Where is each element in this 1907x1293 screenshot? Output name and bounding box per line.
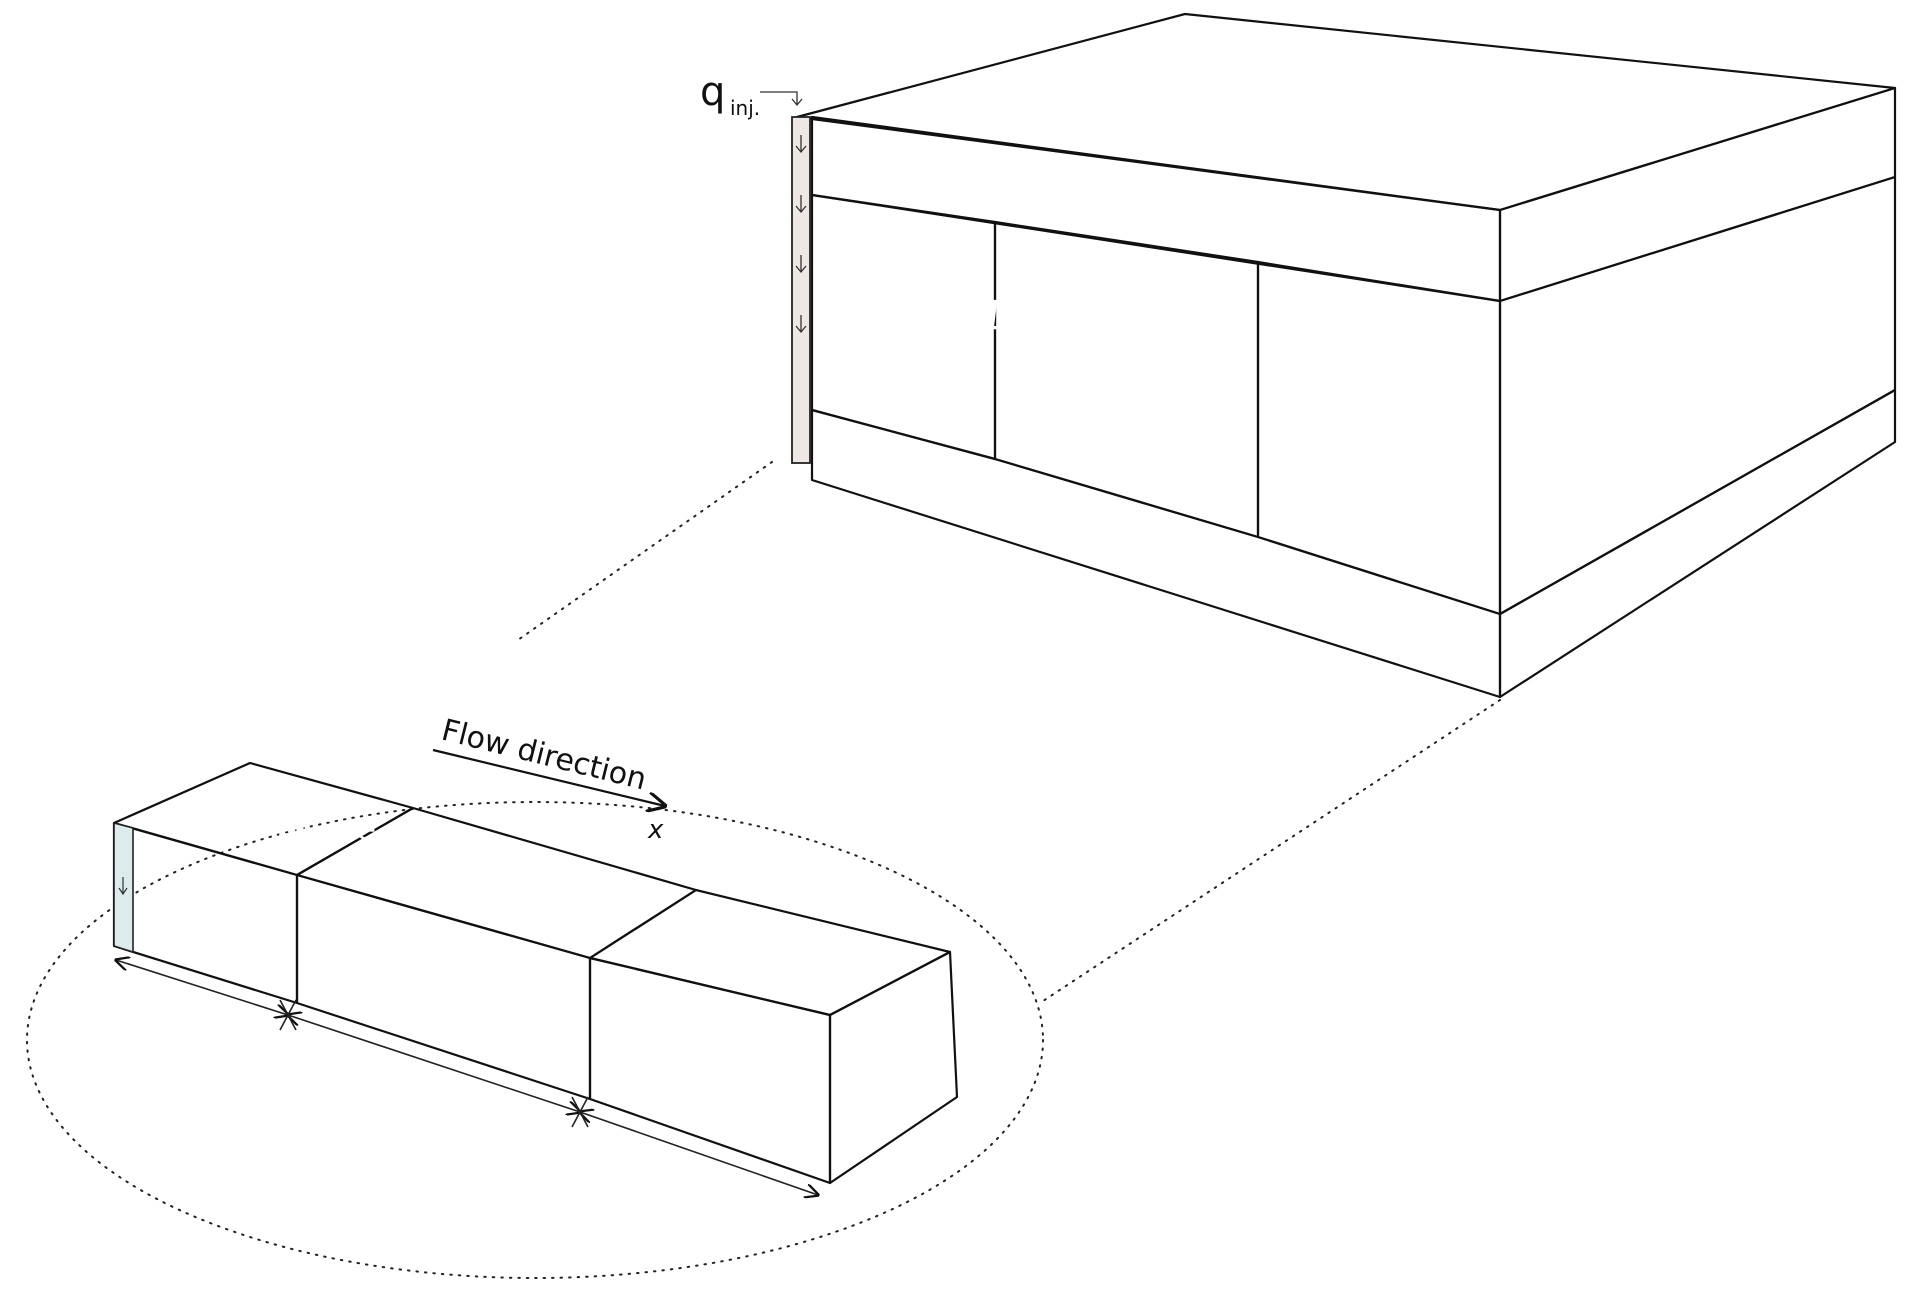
dim-tick-1	[279, 999, 297, 1031]
region-2-label: Region 2	[1055, 308, 1234, 375]
injection-pointer-arrow	[760, 91, 803, 107]
well-flow-arrows	[795, 135, 807, 334]
zoom-indicator	[26, 461, 1501, 1279]
detail-prism: Single-phase Two-phase Single-phase Gas …	[114, 713, 959, 1195]
dimension-arrows	[116, 960, 818, 1195]
flow-direction-label: Flow direction	[438, 713, 650, 798]
zoom-line-right	[1039, 699, 1501, 1004]
region-2-face	[993, 220, 1260, 539]
injection-well	[791, 116, 811, 464]
zone-3-front-face	[588, 956, 832, 1185]
region-1-label: Region 1	[829, 273, 1008, 340]
dim-arrow-zone-1	[116, 960, 288, 1015]
flow-direction-arrow	[432, 748, 665, 806]
zone-1-top-label: Single-phase	[163, 798, 378, 848]
zoom-ellipse	[26, 801, 1044, 1279]
block-top-face	[795, 12, 1897, 212]
zone-3-top-label: Single-phase	[663, 929, 878, 979]
zone-2-front-label-oil: Oil	[456, 996, 504, 1040]
flow-axis-label: x	[647, 815, 664, 845]
zoom-line-left	[517, 461, 773, 641]
reservoir-block: q inj. Region 1 Region 2 Region 3	[700, 12, 1897, 699]
inlet-arrow-icon	[118, 877, 128, 896]
dim-tick-2	[571, 1096, 589, 1128]
zone-1-front-label: Gas	[184, 887, 244, 933]
injection-label: q	[700, 69, 725, 115]
block-front-rock-lower	[810, 408, 1502, 699]
zone-2-front-label-gas: Gas	[331, 924, 395, 973]
block-right-rock-lower	[1498, 388, 1897, 699]
zone-3-front-label: Oil	[690, 1034, 738, 1078]
zone-2-front-label-plus: +	[414, 968, 439, 1003]
dim-arrow-zone-2	[288, 1015, 580, 1112]
region-3-face	[1256, 260, 1502, 616]
region-3-label: Region 3	[1314, 347, 1493, 414]
zone-2-front-face	[295, 873, 592, 1101]
zone-2-top-label: Two-phase	[404, 856, 582, 910]
prism-end-face	[828, 950, 959, 1185]
block-front-rock-upper	[810, 115, 1502, 303]
block-right-region	[1498, 175, 1897, 616]
injection-subscript: inj.	[730, 96, 760, 120]
dim-arrow-zone-3	[580, 1112, 818, 1195]
